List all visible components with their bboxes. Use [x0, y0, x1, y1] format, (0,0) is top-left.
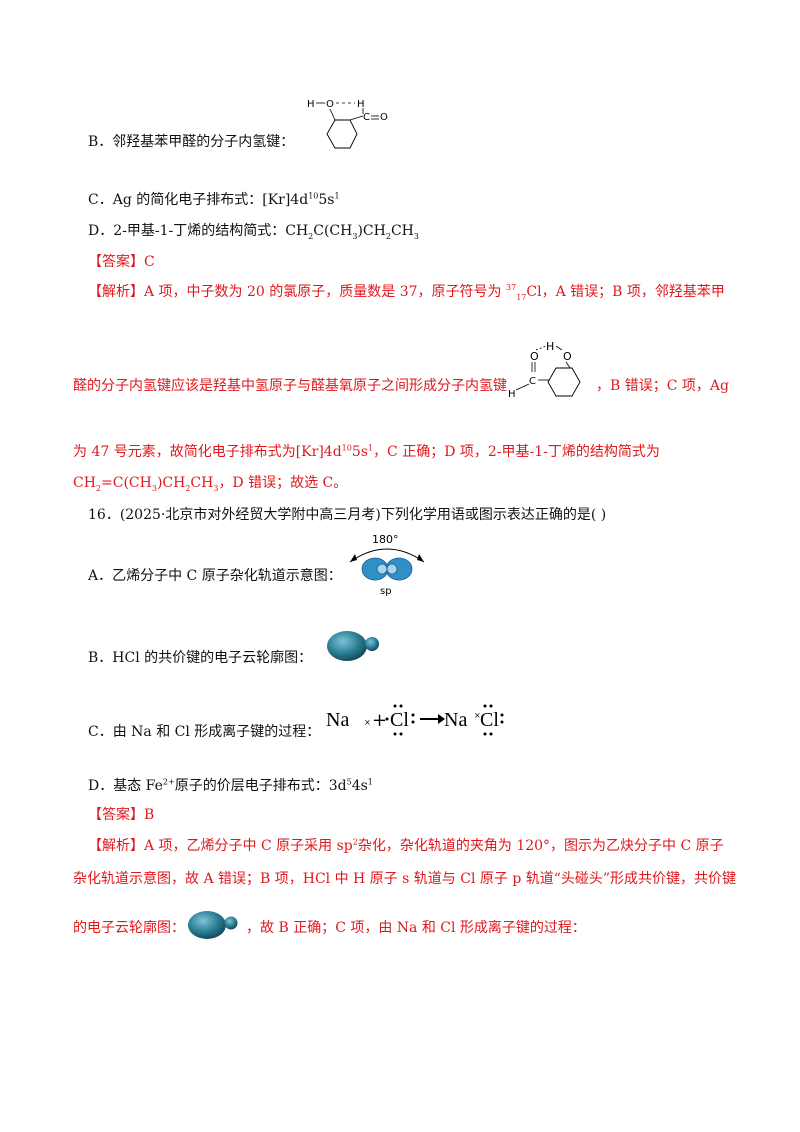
- fig-h2: H: [357, 99, 365, 110]
- fig-o1: O: [326, 99, 334, 110]
- analysis-2-line-2: 杂化轨道示意图，故 A 错误；B 项，HCl 中 H 原子 s 轨道与 Cl 原…: [73, 871, 737, 887]
- svg-text:×: ×: [364, 718, 371, 727]
- analysis-1-line-1: 【解析】A 项，中子数为 20 的氯原子，质量数是 37，原子符号为 3717C…: [88, 283, 725, 302]
- angle-label: 180°: [372, 533, 399, 546]
- analysis-1-line-4: CH2=C(CH3)CH2CH3，D 错误；故选 C。: [73, 475, 348, 493]
- na-symbol-2: Na: [444, 709, 467, 731]
- sp-label: sp: [380, 586, 392, 597]
- analysis-1-line-2b: ，B 错误；C 项，Ag: [596, 378, 729, 394]
- ionic-bond-formation-figure: Na × + Cl Na × Cl: [326, 704, 504, 736]
- cl-symbol-2: Cl: [480, 709, 499, 731]
- option-a: A．乙烯分子中 C 原子杂化轨道示意图：: [88, 568, 342, 584]
- fig-o2: O: [380, 112, 388, 123]
- answer-2: 【答案】B: [88, 807, 155, 823]
- hydrogen-bond-structure-figure: H O H C O: [307, 99, 388, 149]
- analysis-2-line-3b: ，故 B 正确；C 项，由 Na 和 Cl 形成离子键的过程：: [246, 920, 586, 936]
- option-c-prev: C．Ag 的简化电子排布式：[Kr]4d105s1: [88, 191, 340, 208]
- fig-h1: H: [307, 99, 315, 110]
- hcl-electron-cloud-figure-2: [188, 911, 238, 939]
- hydrogen-bond-structure-figure-2: H O O C H: [508, 340, 581, 400]
- na-symbol: Na: [326, 709, 349, 731]
- analysis-2-line-3a: 的电子云轮廓图：: [73, 920, 185, 936]
- answer-1: 【答案】C: [88, 254, 155, 270]
- question-16: 16．(2025·北京市对外经贸大学附中高三月考)下列化学用语或图示表达正确的是…: [88, 507, 607, 523]
- fig2-o1: O: [530, 350, 539, 363]
- option-b-prev-text: B．邻羟基苯甲醛的分子内氢键：: [88, 134, 295, 150]
- analysis-2-line-1: 【解析】A 项，乙烯分子中 C 原子采用 sp2杂化，杂化轨道的夹角为 120°…: [88, 837, 724, 854]
- svg-text:+: +: [372, 710, 387, 731]
- fig2-c: C: [529, 376, 536, 387]
- hcl-electron-cloud-figure: [327, 631, 379, 661]
- option-d: D．基态 Fe2+原子的价层电子排布式：3d54s1: [88, 777, 373, 794]
- analysis-1-line-2a: 醛的分子内氢键应该是羟基中氢原子与醛基氧原子之间形成分子内氢键: [73, 378, 507, 394]
- option-b: B．HCl 的共价键的电子云轮廓图：: [88, 650, 313, 666]
- option-b-prev: B．邻羟基苯甲醛的分子内氢键：: [88, 132, 294, 152]
- svg-text:×: ×: [474, 711, 481, 720]
- fig-c: C: [363, 112, 370, 123]
- fig2-h: H: [546, 340, 554, 353]
- option-c: C．由 Na 和 Cl 形成离子键的过程：: [88, 724, 321, 740]
- option-d-prev: D．2-甲基-1-丁烯的结构简式：CH2C(CH3)CH2CH3: [88, 223, 419, 241]
- cl-symbol: Cl: [390, 709, 409, 731]
- analysis-1-line-3: 为 47 号元素，故简化电子排布式为[Kr]4d105s1，C 正确；D 项，2…: [73, 443, 660, 460]
- sp-orbital-figure: 180° sp: [349, 533, 425, 597]
- fig2-h2: H: [508, 389, 516, 400]
- fig2-o2: O: [563, 350, 572, 363]
